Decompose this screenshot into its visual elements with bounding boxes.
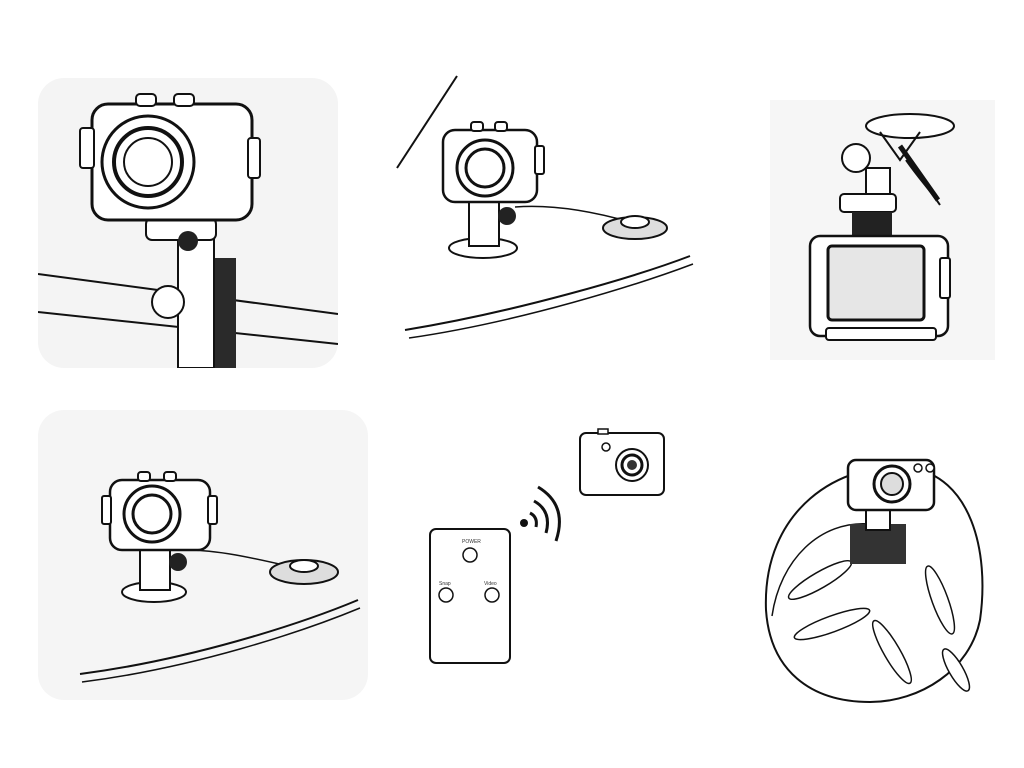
panel-helmet-mount (750, 440, 990, 710)
panel-adhesive-mount-tethered (395, 72, 695, 347)
handlebar-mount-illustration (38, 78, 338, 368)
helmet-mount-illustration (764, 458, 984, 704)
remote-snap-label: Snap (439, 581, 451, 587)
adhesive-mount-illustration (396, 75, 694, 339)
panel-suction-cup-mount (770, 100, 995, 360)
adhesive-mount-illustration-2 (38, 410, 368, 700)
suction-cup-mount-illustration (770, 100, 995, 360)
panel-adhesive-mount-tethered-2 (38, 410, 368, 700)
remote-video-label: Video (484, 581, 497, 587)
remote-power-label: POWER (462, 539, 481, 545)
panel-handlebar-mount (38, 78, 338, 368)
panel-remote-control: POWER Snap Video (420, 425, 680, 675)
remote-control-illustration: POWER Snap Video (429, 428, 665, 664)
